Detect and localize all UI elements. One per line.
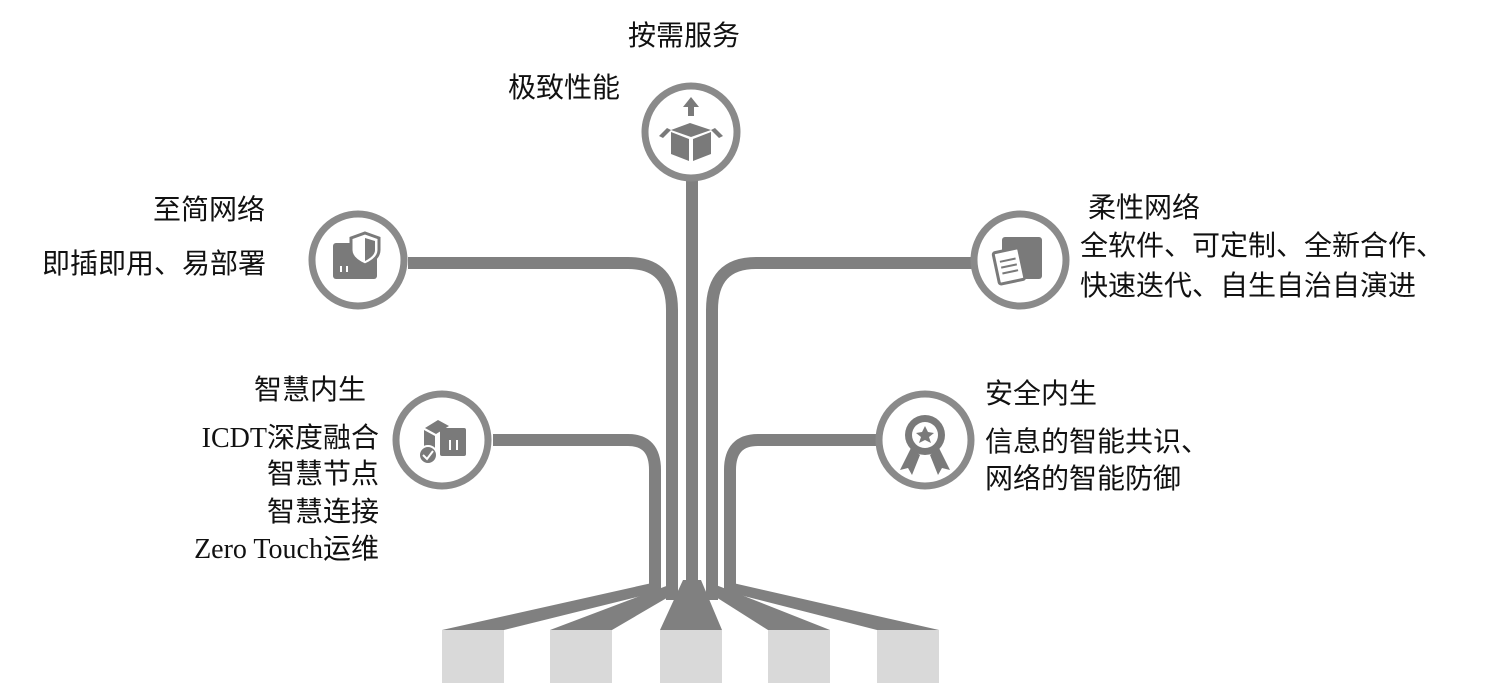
lower-left-node-line-3: 智慧连接: [266, 495, 379, 528]
top-node-title: 按需服务: [628, 19, 741, 52]
base-block-4: [768, 630, 830, 683]
upper-right-node-title: 柔性网络: [1088, 191, 1201, 224]
roots: [442, 580, 939, 630]
base-block-1: [442, 630, 504, 683]
upper-left-node-title: 至简网络: [153, 193, 266, 226]
branch-upper-right: [706, 257, 975, 600]
root-right-outer: [728, 583, 939, 630]
branch-lower-left: [493, 434, 661, 596]
lower-left-node-title: 智慧内生: [254, 373, 367, 406]
lower-left-node-line-2: 智慧节点: [266, 457, 379, 490]
lower-right-node-title: 安全内生: [985, 377, 1098, 410]
box-clipboard-icon: [991, 237, 1042, 286]
upper-left-node-line-1: 即插即用、易部署: [42, 247, 267, 280]
lower-right-node-line-2: 网络的智能防御: [985, 462, 1182, 495]
lower-right-node-line-1: 信息的智能共识、: [985, 425, 1210, 458]
root-center: [660, 580, 722, 630]
lower-left-node-line-4: Zero Touch运维: [194, 534, 379, 565]
base-block-3: [660, 630, 722, 683]
root-right-inner: [708, 585, 830, 630]
branches: [408, 170, 975, 600]
top-node-subtitle: 极致性能: [508, 71, 621, 104]
award-badge-icon: [900, 415, 950, 475]
root-left-outer: [442, 583, 657, 630]
upper-right-node-line-1: 全软件、可定制、全新合作、: [1080, 229, 1445, 262]
boxes-check-icon: [418, 420, 466, 465]
open-box-upload-icon: [659, 97, 723, 161]
branch-lower-right: [724, 434, 878, 596]
box-shield-icon: [333, 231, 381, 279]
branch-upper-left: [408, 257, 678, 600]
base-block-5: [877, 630, 939, 683]
root-left-inner: [550, 585, 677, 630]
base-blocks: [442, 630, 939, 683]
base-block-2: [550, 630, 612, 683]
upper-right-node-line-2: 快速迭代、自生自治自演进: [1080, 269, 1417, 302]
lower-left-node-line-1: ICDT深度融合: [201, 423, 379, 454]
